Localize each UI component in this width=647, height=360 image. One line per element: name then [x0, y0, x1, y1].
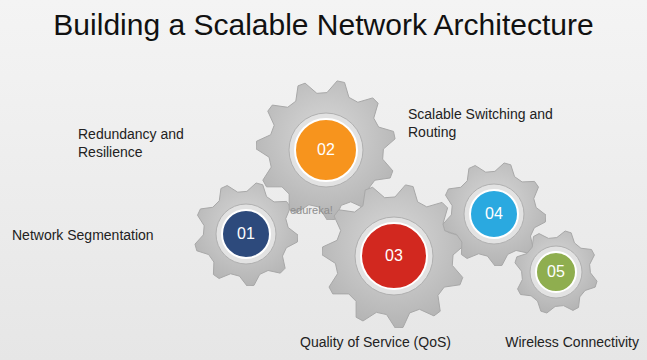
callout-number: 03: [322, 184, 466, 328]
watermark: edureka!: [290, 204, 333, 218]
title: Building a Scalable Network Architecture: [0, 8, 647, 42]
gear-label: Wireless Connectivity: [505, 334, 639, 352]
gear: 01: [194, 182, 298, 286]
gear-label: Scalable Switching and Routing: [408, 106, 578, 141]
gear: 03: [322, 184, 466, 328]
gear-label: Network Segmentation: [12, 227, 154, 245]
gear-label: Quality of Service (QoS): [300, 334, 451, 352]
gear: 05: [514, 230, 598, 314]
gear-label: Redundancy and Resilience: [78, 126, 203, 161]
callout-number: 05: [514, 230, 598, 314]
gear-outline: [322, 185, 465, 328]
gear-outline: [195, 183, 298, 286]
callout-number: 01: [194, 182, 298, 286]
